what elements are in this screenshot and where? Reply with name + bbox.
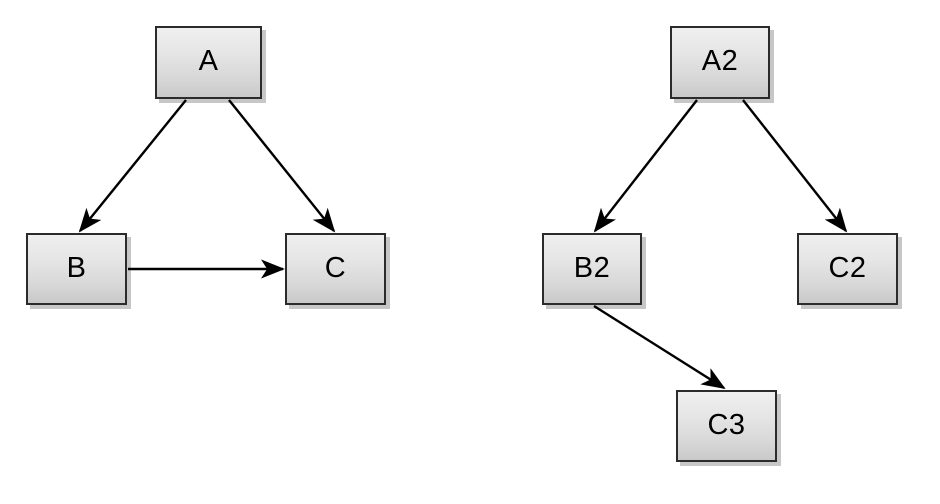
node-label: C2 bbox=[828, 251, 867, 284]
node-label: B bbox=[66, 251, 87, 284]
node-label: A bbox=[198, 45, 219, 77]
edge-a2-to-c2 bbox=[742, 99, 848, 233]
node-label: A2 bbox=[701, 45, 739, 77]
node-b[interactable]: B bbox=[26, 233, 127, 305]
node-a2[interactable]: A2 bbox=[670, 26, 770, 99]
edge-a-to-c bbox=[228, 99, 336, 233]
node-b2[interactable]: B2 bbox=[542, 233, 642, 305]
node-c[interactable]: C bbox=[285, 233, 386, 305]
node-label: B2 bbox=[573, 251, 611, 284]
node-label: C3 bbox=[707, 408, 746, 441]
node-c2[interactable]: C2 bbox=[797, 233, 898, 305]
edge-a-to-b bbox=[78, 99, 187, 233]
node-label: C bbox=[324, 251, 347, 284]
node-c3[interactable]: C3 bbox=[676, 390, 777, 462]
edge-a2-to-b2 bbox=[593, 99, 698, 233]
edge-b2-to-c3 bbox=[593, 304, 726, 390]
node-a[interactable]: A bbox=[155, 26, 262, 99]
